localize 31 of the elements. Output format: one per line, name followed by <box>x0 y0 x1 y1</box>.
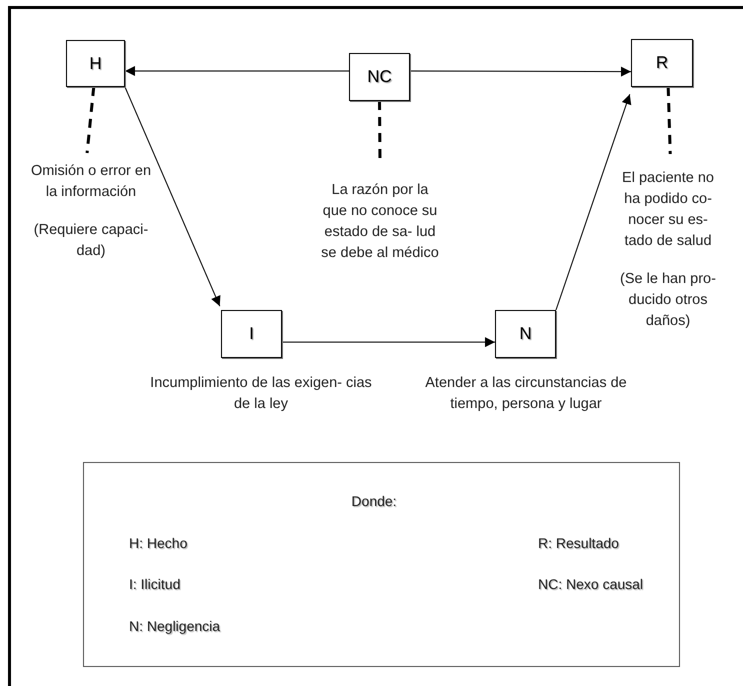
box-letter: N <box>519 324 532 344</box>
caption-text: Atender a las circunstancias de tiempo, persona y lugar <box>424 374 628 414</box>
description-text: La razón por la que no conoce su estado de sa- lud se debe al médico <box>320 181 440 263</box>
legend-panel <box>83 462 680 667</box>
box-letter: I <box>249 324 254 344</box>
caption-text: Incumplimiento de las exigen- cias de la ley <box>149 374 373 414</box>
legend-entry: I: Ilicitud <box>129 576 180 592</box>
letter-box <box>349 53 410 101</box>
arrow <box>556 94 632 310</box>
arrow <box>124 86 220 307</box>
box-letter: R <box>656 53 668 73</box>
letter-box <box>221 310 282 358</box>
box-letter: NC <box>367 67 392 87</box>
letter-box <box>66 40 125 87</box>
description-text: Omisión o error en la información <box>30 162 152 202</box>
legend-entry: H: Hecho <box>129 535 188 551</box>
arrow <box>124 66 350 76</box>
letter-box <box>495 310 556 358</box>
dashed-connector <box>86 86 96 154</box>
arrow <box>282 337 496 348</box>
arrow <box>410 66 632 77</box>
letter-box <box>631 39 693 87</box>
legend-entry: N: Negligencia <box>129 618 220 634</box>
legend-entry: R: Resultado <box>538 535 619 551</box>
note-text: (Se le han pro- ducido otros daños) <box>619 270 717 331</box>
description-text: El paciente no ha podido co- nocer su es- tado de salud <box>621 169 715 251</box>
dashed-connector <box>666 86 672 154</box>
note-text: (Requiere capaci- dad) <box>32 221 150 261</box>
box-letter: H <box>89 54 102 74</box>
legend-heading: Donde: <box>351 493 397 509</box>
legend-entry: NC: Nexo causal <box>538 576 644 592</box>
